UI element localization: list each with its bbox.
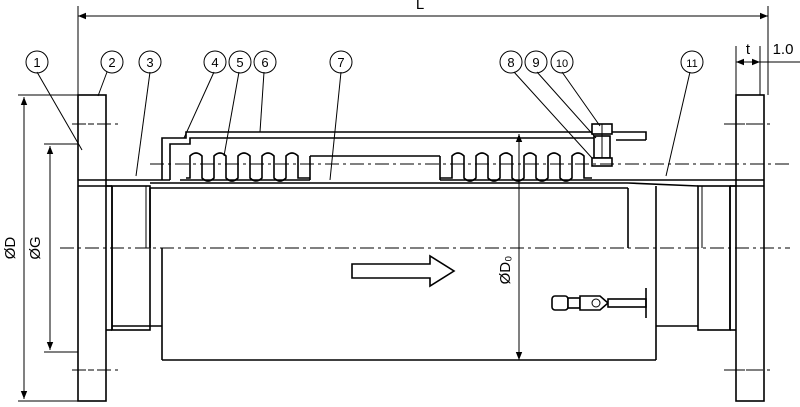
thickness-label: t bbox=[746, 41, 751, 58]
balloon-1: 1 bbox=[25, 50, 49, 74]
inner-pipe bbox=[149, 182, 699, 248]
svg-text:7: 7 bbox=[337, 55, 344, 70]
left-sleeve bbox=[78, 179, 170, 331]
balloon-9: 9 bbox=[524, 50, 548, 74]
right-sleeve bbox=[600, 179, 764, 331]
flow-arrow-icon bbox=[351, 254, 456, 288]
center-tube bbox=[309, 155, 441, 180]
length-label: L bbox=[416, 0, 424, 13]
svg-text:1: 1 bbox=[33, 55, 40, 70]
thickness-dimension: t 1.0 bbox=[735, 41, 800, 95]
bellows-diameter-dimension: ØD₀ bbox=[497, 134, 523, 360]
svg-text:3: 3 bbox=[146, 55, 153, 70]
svg-text:8: 8 bbox=[507, 55, 514, 70]
balloon-11: 11 bbox=[680, 50, 704, 74]
bellows-diameter-label: ØD₀ bbox=[497, 256, 514, 285]
drain-valve bbox=[551, 288, 647, 318]
svg-text:6: 6 bbox=[261, 55, 268, 70]
balloon-4: 4 bbox=[203, 50, 227, 74]
balloon-10: 10 bbox=[550, 50, 574, 74]
protective-cover bbox=[161, 131, 647, 180]
bolt-assembly bbox=[591, 123, 613, 167]
flange-diameter-label: ØD bbox=[2, 237, 19, 260]
outer-cover bbox=[112, 186, 698, 361]
balloon-2: 2 bbox=[100, 50, 124, 74]
svg-text:11: 11 bbox=[686, 58, 697, 70]
bellows-right bbox=[440, 152, 600, 182]
length-dimension: L bbox=[77, 0, 769, 95]
balloon-5: 5 bbox=[228, 50, 252, 74]
svg-text:9: 9 bbox=[532, 55, 539, 70]
balloon-6: 6 bbox=[253, 50, 277, 74]
balloon-8: 8 bbox=[499, 50, 523, 74]
svg-text:10: 10 bbox=[556, 58, 568, 70]
gasket-diameter-dimension: ØG bbox=[27, 143, 78, 353]
gap-label: 1.0 bbox=[773, 41, 794, 58]
balloon-7: 7 bbox=[329, 50, 353, 74]
svg-text:4: 4 bbox=[211, 55, 218, 70]
balloon-3: 3 bbox=[138, 50, 162, 74]
leader-lines bbox=[36, 71, 691, 181]
bellows-left bbox=[180, 152, 310, 182]
svg-text:5: 5 bbox=[236, 55, 243, 70]
flange-diameter-dimension: ØD bbox=[2, 94, 78, 402]
svg-text:2: 2 bbox=[108, 55, 115, 70]
gasket-diameter-label: ØG bbox=[27, 236, 44, 259]
